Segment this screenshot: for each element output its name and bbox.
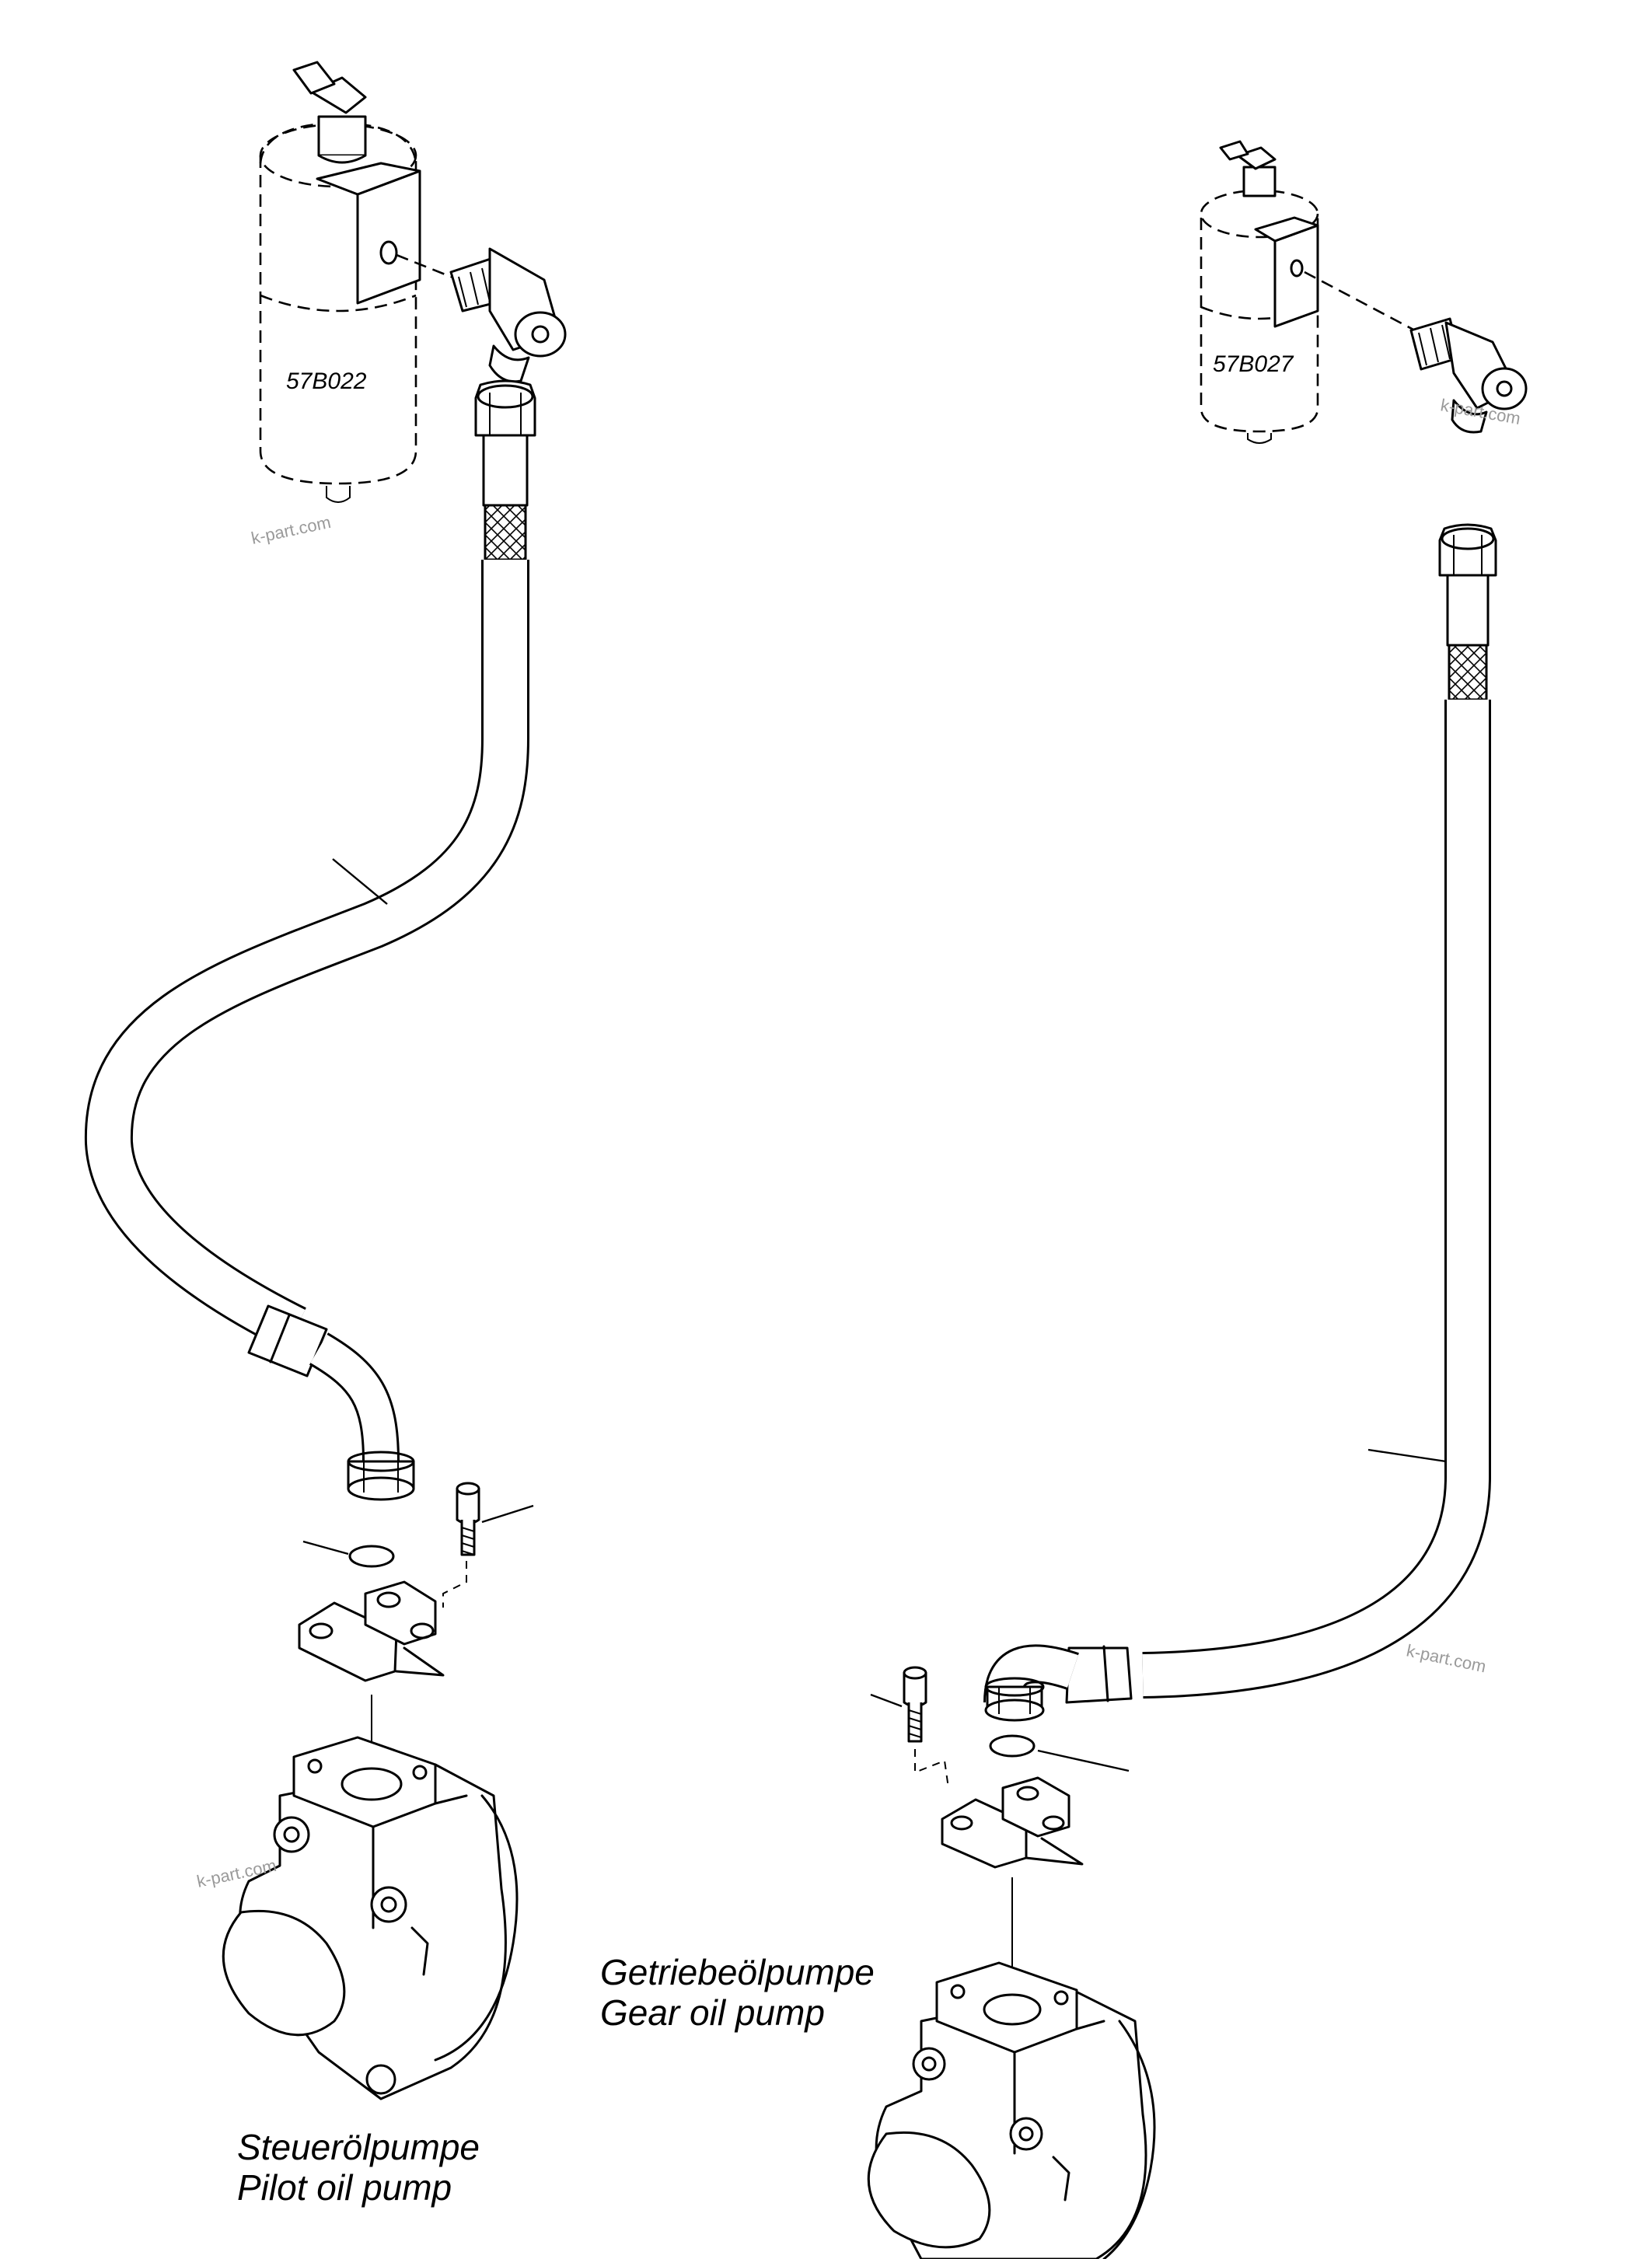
right-o-ring [989,1734,1130,1772]
left-filter-ref: 57B022 [286,368,367,394]
right-pump-body [867,1961,1156,2259]
right-caption-en: Gear oil pump [600,1992,825,2033]
left-pump-body: k-part.com [195,1736,519,2100]
left-split-flange [298,1580,445,1682]
right-filter-port-block [1254,216,1416,332]
watermark-right-hose: k-part.com [1405,1640,1488,1676]
left-cap-screw [442,1482,534,1608]
right-filter-ref: 57B027 [1213,351,1294,377]
right-hose-top-fitting [1438,523,1497,701]
left-caption-en: Pilot oil pump [237,2167,452,2208]
right-hose: k-part.com [983,700,1491,1722]
left-caption-de: Steuerölpumpe [237,2127,480,2167]
right-elbow-connector: k-part.com [1409,317,1528,434]
right-caption-de-visible: Getriebeölpumpe [600,1952,875,1992]
left-hose-top-fitting [474,379,536,561]
right-split-flange [941,1776,1084,1869]
watermark-left-filter: k-part.com [250,512,333,548]
left-filter-port-block [316,162,459,305]
left-hose [84,560,529,1501]
right-top-fitting [1219,140,1277,197]
left-elbow-connector [449,247,567,383]
left-o-ring [302,1540,395,1568]
left-assembly: 57B022 [84,61,567,2208]
left-top-fitting [292,61,367,164]
right-assembly: 57B027 k-part.com [600,140,1528,2259]
right-cap-screw [870,1666,949,1789]
